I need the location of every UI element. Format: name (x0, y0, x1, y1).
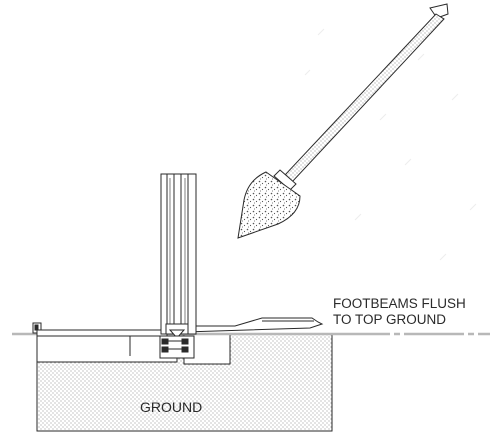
shovel-icon (237, 3, 449, 239)
footbeams-label-line2: TO TOP GROUND (333, 312, 446, 327)
wall-post (160, 173, 197, 339)
footbeam-right (184, 317, 324, 333)
ground-label: GROUND (140, 399, 202, 415)
background-flecks (304, 28, 477, 261)
connection-bolts (159, 335, 195, 359)
footbeams-label-line1: FOOTBEAMS FLUSH (333, 296, 466, 311)
